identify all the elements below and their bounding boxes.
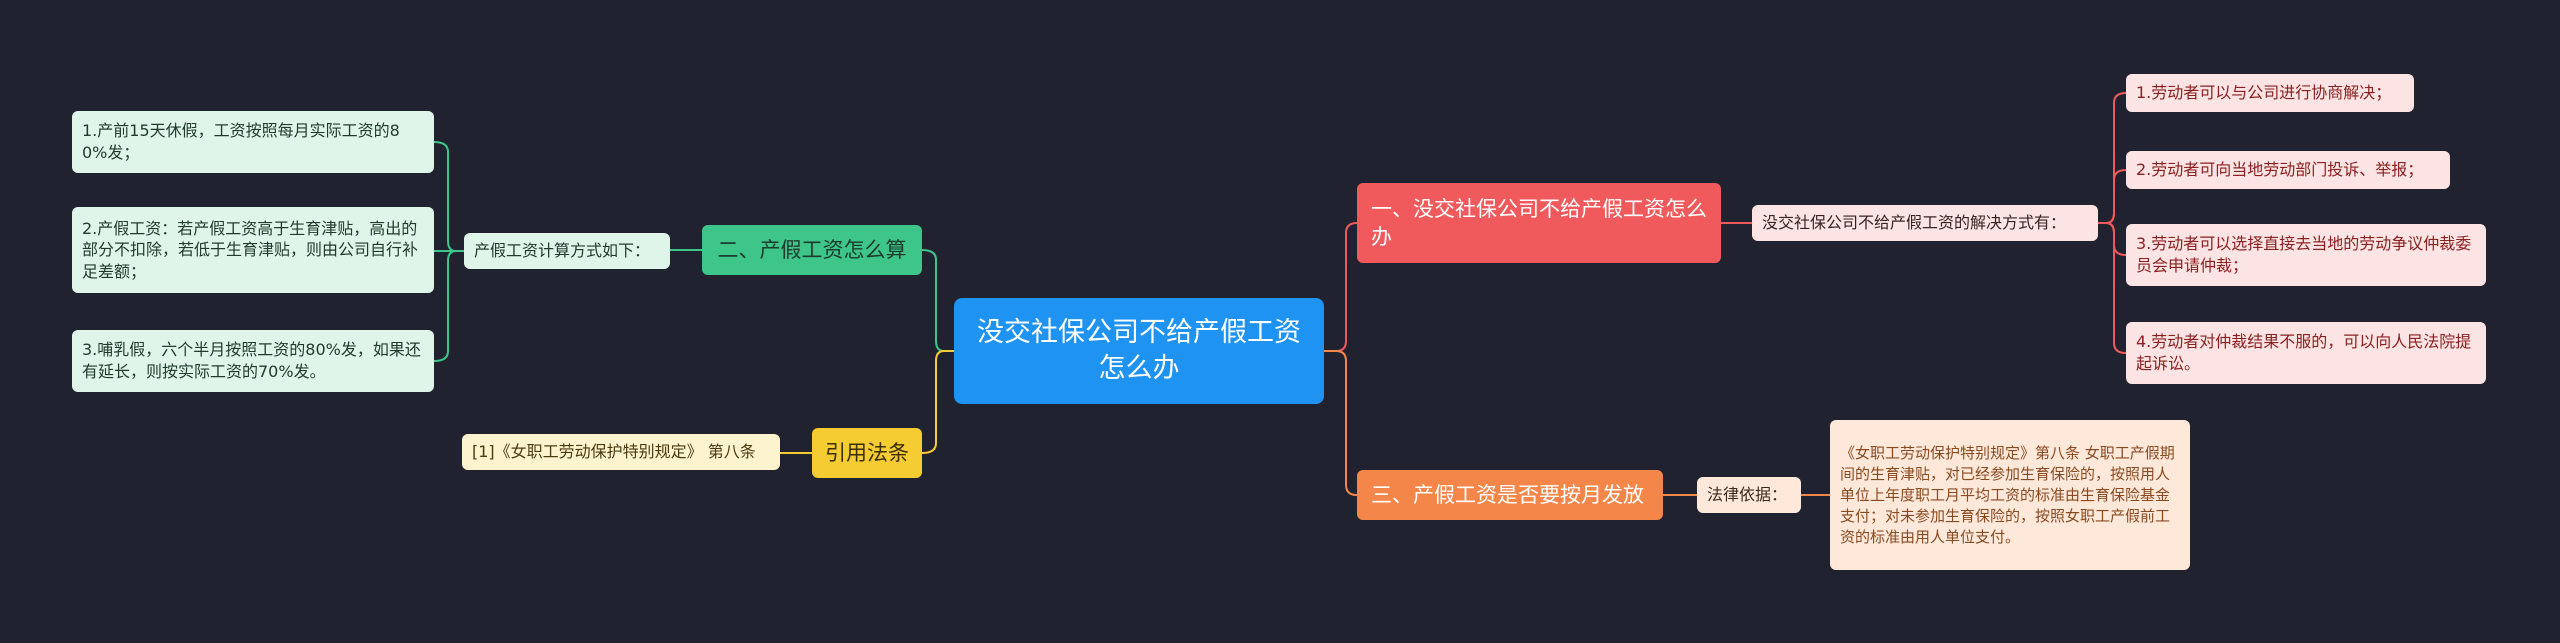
calculation-item-2[interactable]: 2.产假工资：若产假工资高于生育津贴，高出的部分不扣除，若低于生育津贴，则由公司… [72,207,434,293]
link-sub-r1 [2098,92,2127,224]
solution-item-4[interactable]: 4.劳动者对仲裁结果不服的，可以向人民法院提起诉讼。 [2126,322,2486,384]
legal-basis-subtopic[interactable]: 法律依据： [1697,477,1801,513]
link-sub-r4 [2098,222,2127,354]
link-sub-g3 [433,250,464,362]
cited-law-reference[interactable]: [1]《女职工劳动保护特别规定》 第八条 [462,434,780,470]
branch-monthly-payment[interactable]: 三、产假工资是否要按月发放 [1357,470,1663,520]
branch-calculation[interactable]: 二、产假工资怎么算 [702,225,922,275]
solution-item-3[interactable]: 3.劳动者可以选择直接去当地的劳动争议仲裁委员会申请仲裁； [2126,224,2486,286]
link-root-branch1 [1324,222,1358,352]
link-root-branch3 [1324,350,1358,496]
branch-cited-law[interactable]: 引用法条 [812,428,922,478]
link-root-branch2 [921,249,954,352]
link-sub-r3 [2098,222,2127,256]
solutions-subtopic[interactable]: 没交社保公司不给产假工资的解决方式有： [1752,205,2098,241]
link-sub-r2 [2098,169,2127,224]
solution-item-2[interactable]: 2.劳动者可向当地劳动部门投诉、举报； [2126,151,2450,189]
calculation-item-3[interactable]: 3.哺乳假，六个半月按照工资的80%发，如果还有延长，则按实际工资的70%发。 [72,330,434,392]
calculation-item-1[interactable]: 1.产前15天休假，工资按照每月实际工资的80%发； [72,111,434,173]
link-root-branch4 [921,350,954,454]
root-topic[interactable]: 没交社保公司不给产假工资怎么办 [954,298,1324,404]
legal-basis-detail[interactable]: 《女职工劳动保护特别规定》第八条 女职工产假期间的生育津贴，对已经参加生育保险的… [1830,420,2190,570]
calculation-subtopic[interactable]: 产假工资计算方式如下： [464,233,670,269]
branch-no-social-insurance[interactable]: 一、没交社保公司不给产假工资怎么办 [1357,183,1721,263]
link-sub-g1 [433,141,464,252]
solution-item-1[interactable]: 1.劳动者可以与公司进行协商解决； [2126,74,2414,112]
